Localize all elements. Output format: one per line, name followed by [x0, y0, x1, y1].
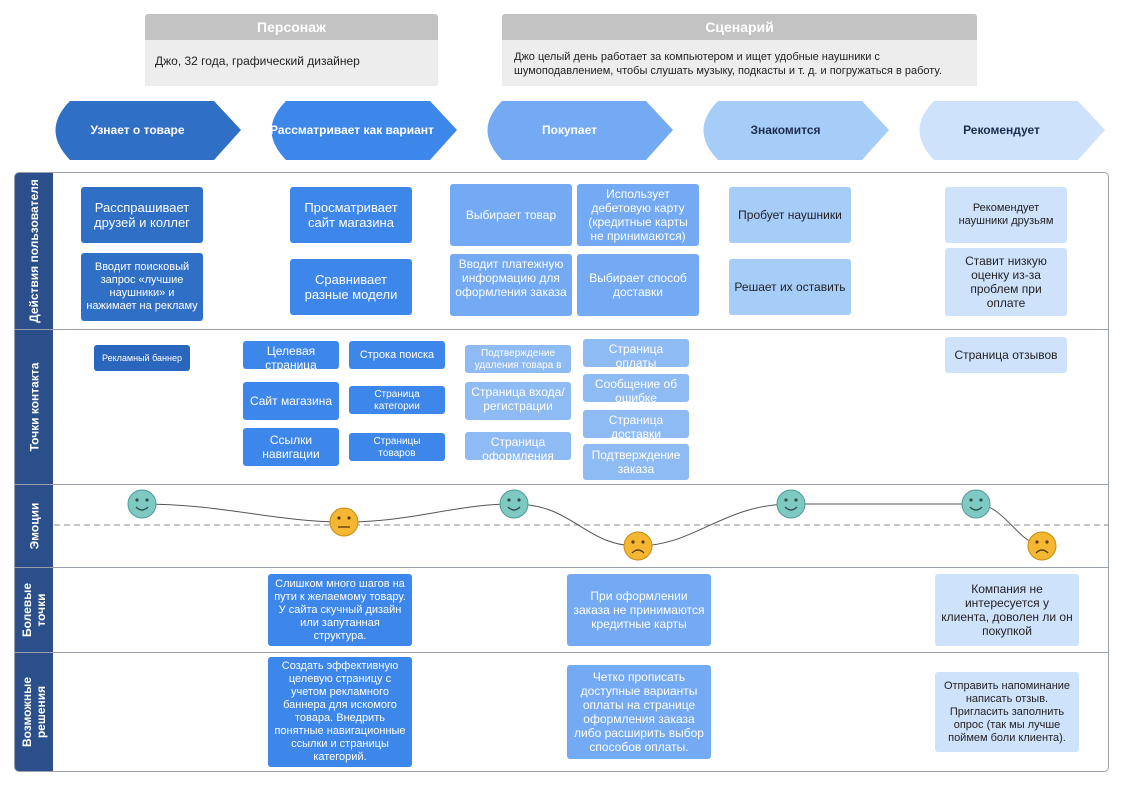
lane-label-touchpoints: Точки контакта [15, 330, 53, 484]
persona-title: Персонаж [145, 14, 438, 40]
action-card: Решает их оставить [729, 259, 851, 315]
action-card: Пробует наушники [729, 187, 851, 243]
sad-face-icon [623, 531, 653, 561]
action-card: Выбирает способ доставки [577, 254, 699, 316]
pain-point-card: При оформлении заказа не принимаются кре… [567, 574, 711, 646]
lane-label-touchpoints-text: Точки контакта [27, 362, 42, 452]
solution-card: Четко прописать доступные варианты оплат… [567, 665, 711, 759]
touchpoint-card: Страница доставки [583, 410, 689, 438]
lane-label-emotions-text: Эмоции [27, 502, 41, 550]
lane-label-actions: Действия пользователя [15, 173, 53, 329]
touchpoint-card: Ссылки навигации [243, 428, 339, 466]
stage-arrows [55, 101, 1105, 160]
happy-face-icon [961, 489, 991, 519]
touchpoint-card: Страница категории [349, 386, 445, 414]
action-card: Рекомендует наушники друзьям [945, 187, 1067, 243]
lanes-frame [14, 172, 1109, 772]
lane-label-pain-line1: Болевые [20, 582, 34, 638]
stage-arrow-3 [487, 101, 673, 160]
lane-label-solutions-line2: решения [34, 685, 49, 739]
lane-label-emotions: Эмоции [15, 485, 53, 567]
stage-arrow-2 [271, 101, 457, 160]
scenario-text: Джо целый день работает за компьютером и… [502, 40, 977, 86]
touchpoint-card: Страница оформления заказа [465, 432, 571, 460]
happy-face-icon [499, 489, 529, 519]
persona-description: Джо, 32 года, графический дизайнер [155, 54, 360, 68]
action-card: Сравнивает разные модели [290, 259, 412, 315]
action-card: Использует дебетовую карту (кредитные ка… [577, 184, 699, 246]
touchpoint-card: Подтверждение заказа [583, 444, 689, 480]
lane-divider [14, 329, 1109, 330]
touchpoint-card: Страница оплаты [583, 339, 689, 367]
stage-arrow-4 [703, 101, 889, 160]
lane-label-pain-line2: точки [34, 593, 48, 627]
lane-divider [14, 567, 1109, 568]
neutral-face-icon [329, 507, 359, 537]
touchpoint-card: Целевая страница [243, 341, 339, 369]
pain-point-card: Компания не интересуется у клиента, дово… [935, 574, 1079, 646]
scenario-description: Джо целый день работает за компьютером и… [514, 51, 942, 77]
action-card: Вводит платежную информацию для оформлен… [450, 254, 572, 316]
touchpoint-card: Сайт магазина [243, 382, 339, 420]
action-card: Ставит низкую оценку из-за проблем при о… [945, 248, 1067, 316]
touchpoint-card: Страницы товаров [349, 433, 445, 461]
lane-divider [14, 484, 1109, 485]
persona-text: Джо, 32 года, графический дизайнер [145, 40, 438, 86]
touchpoint-card: Рекламный баннер [94, 345, 190, 371]
stage-arrow-1 [55, 101, 241, 160]
stage-5: Рекомендует [963, 123, 1040, 137]
happy-face-icon [127, 489, 157, 519]
lane-divider [14, 652, 1109, 653]
stage-4: Знакомится [750, 123, 821, 137]
touchpoint-card: Строка поиска [349, 341, 445, 369]
touchpoint-card: Страница отзывов [945, 337, 1067, 373]
stage-3: Покупает [542, 123, 597, 137]
happy-face-icon [776, 489, 806, 519]
touchpoint-card: Сообщение об ошибке [583, 374, 689, 402]
emotion-chart [54, 489, 1109, 561]
emotion-curve [141, 503, 1043, 547]
scenario-title: Сценарий [502, 14, 977, 40]
sad-face-icon [1027, 531, 1057, 561]
solution-card: Отправить напоминание написать отзыв. Пр… [935, 672, 1079, 752]
action-card: Вводит поисковый запрос «лучшие наушники… [81, 253, 203, 321]
solution-card: Создать эффективную целевую страницу с у… [268, 657, 412, 767]
pain-point-card: Слишком много шагов на пути к желаемому … [268, 574, 412, 646]
action-card: Просматривает сайт магазина [290, 187, 412, 243]
stage-1: Узнает о товаре [90, 123, 185, 137]
stage-2: Рассматривает как вариант [270, 123, 434, 137]
action-card: Расспрашивает друзей и коллег [81, 187, 203, 243]
lane-label-actions-text: Действия пользователя [27, 179, 42, 323]
lane-label-solutions-line1: Возможные [20, 676, 35, 748]
action-card: Выбирает товар [450, 184, 572, 246]
touchpoint-card: Подтверждение удаления товара в корзине [465, 345, 571, 373]
touchpoint-card: Страница входа/регистрации [465, 382, 571, 420]
stage-arrow-5 [919, 101, 1105, 160]
